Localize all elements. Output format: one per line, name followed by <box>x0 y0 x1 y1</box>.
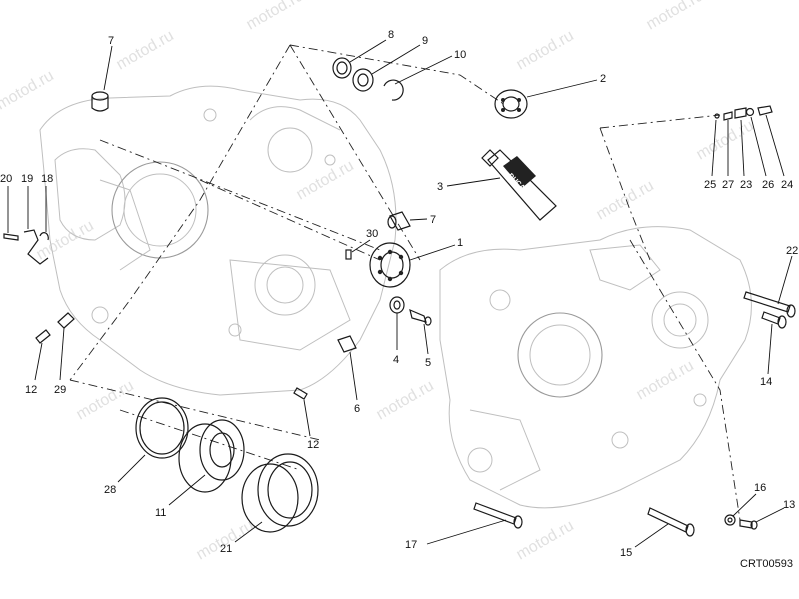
label-part-9: 9 <box>422 35 428 47</box>
label-part-22: 22 <box>786 245 798 257</box>
part-number-labels: 1 2 3 4 5 6 7 7 8 9 10 11 12 12 13 14 15… <box>0 29 798 559</box>
bracket-part-19 <box>23 186 49 265</box>
washer-part-16 <box>724 493 757 526</box>
label-part-21: 21 <box>220 543 232 555</box>
label-part-3: 3 <box>437 181 443 193</box>
bearing-part-2 <box>494 79 598 119</box>
seal-part-8 <box>332 39 387 79</box>
label-part-19: 19 <box>21 173 33 185</box>
plug-part-6 <box>337 335 358 401</box>
small-stud-assembly <box>711 105 785 177</box>
left-crankcase-half <box>39 85 397 396</box>
watermark: motod.ru <box>694 117 757 163</box>
bearing-part-11 <box>168 419 245 506</box>
label-part-11: 11 <box>155 507 166 519</box>
pin-part-30 <box>345 239 371 260</box>
label-part-26: 26 <box>762 179 774 191</box>
watermark: motod.ru <box>244 0 307 33</box>
watermark: motod.ru <box>644 0 707 33</box>
bolt-part-22 <box>743 255 796 318</box>
label-part-12-right: 12 <box>307 439 319 451</box>
sleeve-part-21 <box>234 453 319 543</box>
bolt-part-14 <box>761 311 787 375</box>
assembly-axis-lines <box>69 44 741 521</box>
bolt-part-15 <box>634 507 695 548</box>
label-part-23: 23 <box>740 179 752 191</box>
label-part-17: 17 <box>405 539 417 551</box>
watermark: motod.ru <box>634 357 697 403</box>
watermark: motod.ru <box>514 27 577 73</box>
label-part-10: 10 <box>454 49 466 61</box>
screw-part-13 <box>739 507 785 530</box>
bearing-part-9 <box>352 44 421 92</box>
label-part-15: 15 <box>620 547 632 559</box>
watermark: motod.ru <box>34 217 97 263</box>
watermark: motod.ru <box>194 517 257 563</box>
sleeve-part-29 <box>57 312 75 381</box>
watermark: motod.ru <box>74 377 137 423</box>
label-part-27: 27 <box>722 179 734 191</box>
dowel-part-12-right <box>293 387 311 437</box>
label-part-4: 4 <box>393 354 399 366</box>
bushing-part-7-top <box>91 45 113 112</box>
label-part-1: 1 <box>457 237 463 249</box>
label-part-30: 30 <box>366 228 378 240</box>
label-part-28: 28 <box>104 484 116 496</box>
label-part-13: 13 <box>783 499 795 511</box>
watermark: motod.ru <box>514 517 577 563</box>
label-part-18: 18 <box>41 173 53 185</box>
screw-part-5 <box>409 308 432 355</box>
label-part-12-left: 12 <box>25 384 37 396</box>
label-part-16: 16 <box>754 482 766 494</box>
circlip-part-10 <box>383 55 453 101</box>
watermark: motod.ru <box>0 67 57 113</box>
watermark: motod.ru <box>294 157 357 203</box>
label-part-6: 6 <box>354 403 360 415</box>
label-part-8: 8 <box>388 29 394 41</box>
label-part-2: 2 <box>600 73 606 85</box>
watermark: motod.ru <box>374 377 437 423</box>
clip-part-18 <box>39 186 49 241</box>
dowel-part-12-left <box>34 329 51 381</box>
screw-part-20 <box>3 186 19 241</box>
right-crankcase-half <box>439 226 752 509</box>
label-part-29: 29 <box>54 384 66 396</box>
label-part-20: 20 <box>0 173 12 185</box>
bearing-part-1 <box>369 242 456 288</box>
label-part-7-top: 7 <box>108 35 114 47</box>
washer-part-4 <box>389 296 405 350</box>
circlip-part-28 <box>117 397 189 483</box>
bolt-part-17 <box>426 502 523 545</box>
watermark: motod.ru <box>594 177 657 223</box>
label-part-25: 25 <box>704 179 716 191</box>
label-part-14: 14 <box>760 376 772 388</box>
label-part-24: 24 <box>781 179 793 191</box>
label-part-5: 5 <box>425 357 431 369</box>
label-part-7-right: 7 <box>430 214 436 226</box>
diagram-code: CRT00593 <box>740 558 793 570</box>
bushing-part-7-right <box>387 211 428 231</box>
watermark: motod.ru <box>114 27 177 73</box>
sealant-tube-part-3: DUCATI <box>446 149 557 221</box>
